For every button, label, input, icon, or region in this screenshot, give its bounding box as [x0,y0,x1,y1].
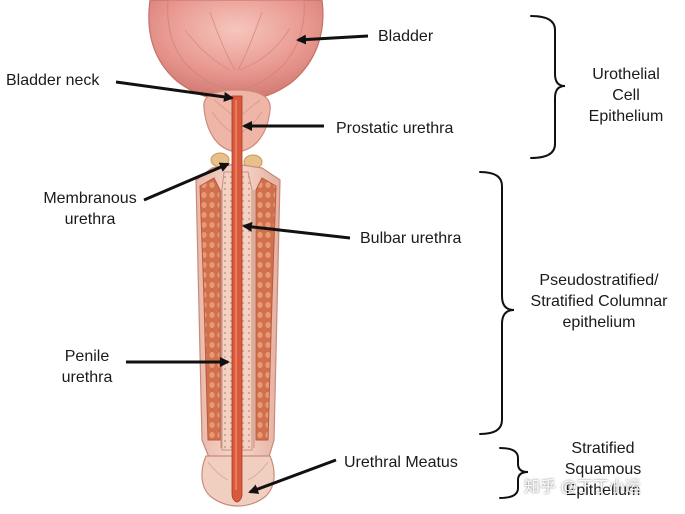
bladder-shape [148,0,324,101]
pseudostratified-line3: epithelium [562,314,636,331]
brace-urothelial [530,15,566,159]
corpus-cavernosum-left [199,177,221,441]
glans-folds [207,461,269,481]
brace-pseudostratified [479,171,515,435]
squamous-line2: Squamous [564,461,642,478]
label-membranous-line1: Membranous [43,190,137,207]
arrow-membranous-urethra [143,162,230,202]
corpus-cavernosum-right [255,177,277,441]
label-membranous-line2: urethra [64,211,116,228]
label-bulbar-urethra: Bulbar urethra [360,230,462,247]
arrow-bladder-neck [115,80,234,102]
squamous-line1: Stratified [571,440,635,457]
epithelium-braces [479,15,566,499]
squamous-line3: Epithelium [565,482,641,499]
epithelium-pseudostratified: Pseudostratified/ Stratified Columnar ep… [514,270,684,333]
label-urethral-meatus: Urethral Meatus [344,454,458,471]
watermark: 知乎 @丁丁小运 [524,479,641,496]
label-prostatic-urethra: Prostatic urethra [336,120,454,137]
pseudostratified-line1: Pseudostratified/ [539,272,659,289]
urothelial-line1: Urothelial [592,66,660,83]
bladder-folds [184,11,291,71]
arrow-bulbar-urethra [242,221,351,240]
arrow-bladder [296,34,369,45]
pointer-arrows [115,34,369,494]
pseudostratified-line2: Stratified Columnar [530,293,668,310]
arrow-urethral-meatus [248,458,337,494]
brace-squamous [499,447,529,499]
label-bladder-neck: Bladder neck [6,72,100,89]
epithelium-squamous: Stratified Squamous Epithelium [548,438,658,501]
label-penile-urethra: Penile urethra [50,346,124,388]
label-membranous-urethra: Membranous urethra [34,188,146,230]
urothelial-line2: Cell [612,87,640,104]
label-penile-line1: Penile [64,348,110,365]
label-bladder: Bladder [378,28,434,45]
epithelium-urothelial: Urothelial Cell Epithelium [572,64,680,127]
label-penile-line2: urethra [61,369,113,386]
urothelial-line3: Epithelium [588,108,664,125]
urethra-channel [231,95,243,503]
